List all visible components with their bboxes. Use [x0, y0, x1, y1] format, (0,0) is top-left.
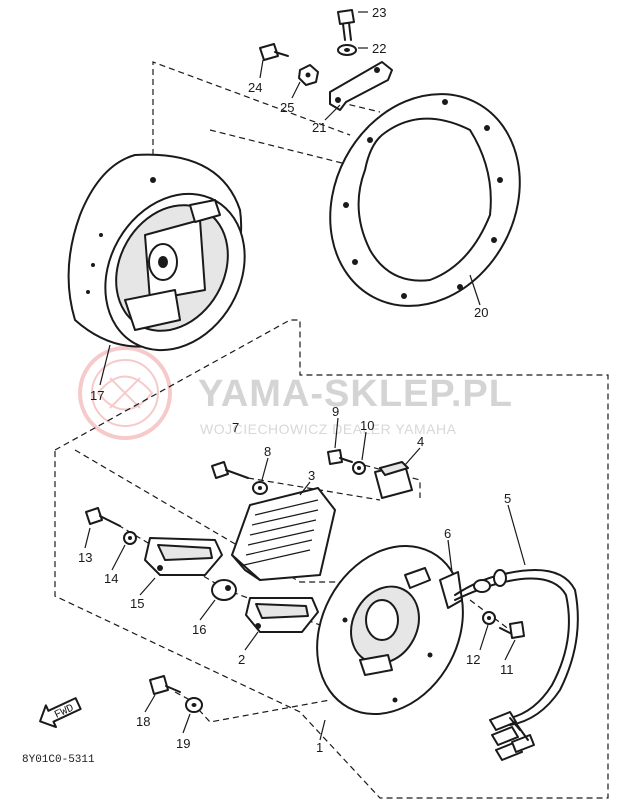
- screw-11: [499, 621, 525, 639]
- lighting-coil: [245, 597, 319, 633]
- washer-14: [123, 531, 137, 545]
- leader-rotor-plate: [209, 129, 351, 166]
- backing-plate: [329, 93, 521, 307]
- bolt-13: [85, 507, 121, 527]
- callout-2: 2: [238, 652, 245, 667]
- leader-bolt9: [344, 459, 421, 498]
- callout-numbers: 23 22 24 25 21 20 17 9 10 4 8 7 3 5 6 13…: [78, 5, 514, 755]
- callout-10: 10: [360, 418, 374, 433]
- leader-bolt7: [247, 477, 381, 501]
- callout-leaders: [84, 11, 526, 741]
- callout-16: 16: [192, 622, 206, 637]
- watermark-brand: YAMA-SKLEP.PL: [198, 373, 513, 415]
- callout-8: 8: [264, 444, 271, 459]
- washer-10: [352, 461, 366, 475]
- callout-19: 19: [176, 736, 190, 751]
- nut-25: [298, 64, 319, 86]
- assembly-outline: [54, 319, 609, 799]
- callout-14: 14: [104, 571, 118, 586]
- callout-23: 23: [372, 5, 386, 20]
- leader-bracket: [329, 99, 381, 113]
- callout-6: 6: [444, 526, 451, 541]
- pickup-coil: [144, 537, 223, 576]
- bolt-23: [337, 9, 355, 41]
- callout-4: 4: [417, 434, 424, 449]
- callout-25: 25: [280, 100, 294, 115]
- bolt-7: [211, 461, 249, 479]
- washer-8: [252, 481, 268, 495]
- leader-bolt18: [174, 691, 331, 723]
- wire-harness: [454, 569, 579, 761]
- inner-assembly-outline: [74, 449, 390, 583]
- callout-20: 20: [474, 305, 488, 320]
- watermark-logo: [78, 346, 172, 440]
- stator-plate: [316, 544, 464, 716]
- callout-3: 3: [308, 468, 315, 483]
- callout-12: 12: [466, 652, 480, 667]
- diagram-code: 8Y01C0-5311: [22, 754, 95, 766]
- callout-9: 9: [332, 404, 339, 419]
- callout-1: 1: [316, 740, 323, 755]
- forward-arrow-icon: FWD: [39, 697, 82, 729]
- callout-22: 22: [372, 41, 386, 56]
- callout-11: 11: [500, 662, 514, 677]
- watermark-tagline: WOJCIECHOWICZ DEALER YAMAHA: [200, 421, 457, 437]
- leader-rotor-bolthole: [152, 61, 351, 175]
- washer-22: [337, 44, 357, 56]
- washer-19: [185, 697, 203, 713]
- callout-21: 21: [312, 120, 326, 135]
- bolt-9: [327, 449, 353, 465]
- collar-16: [211, 579, 237, 601]
- bolt-18: [149, 675, 181, 695]
- screw-24: [259, 43, 289, 61]
- sensor-4: [374, 461, 413, 499]
- callout-17: 17: [90, 388, 104, 403]
- callout-5: 5: [504, 491, 511, 506]
- rectifier-block: [231, 487, 336, 581]
- washer-12: [482, 611, 496, 625]
- callout-7: 7: [232, 420, 239, 435]
- flywheel-rotor: [67, 153, 246, 352]
- watermark: YAMA-SKLEP.PL WOJCIECHOWICZ DEALER YAMAH…: [78, 346, 513, 440]
- callout-24: 24: [248, 80, 262, 95]
- callout-15: 15: [130, 596, 144, 611]
- callout-18: 18: [136, 714, 150, 729]
- bracket: [329, 61, 393, 111]
- callout-13: 13: [78, 550, 92, 565]
